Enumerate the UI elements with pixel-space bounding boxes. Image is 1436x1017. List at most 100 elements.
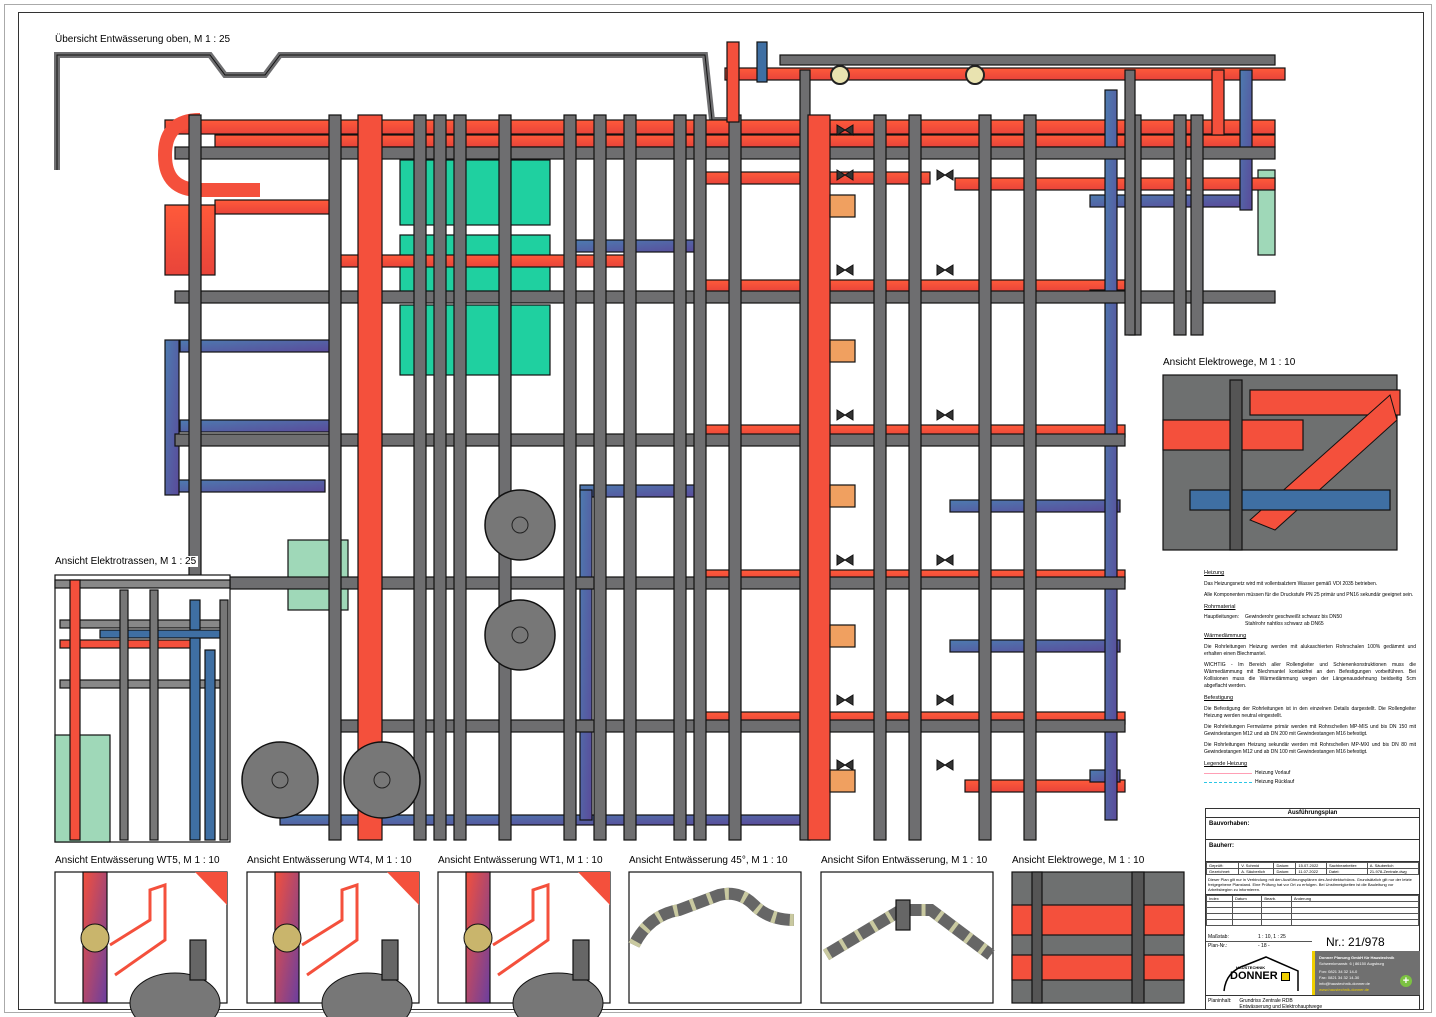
- support-column: [498, 114, 512, 841]
- support-column: [563, 114, 577, 841]
- heating-pipe-return: [179, 339, 331, 353]
- plus-icon: +: [1400, 975, 1412, 987]
- note-text: Das Heizungsnetz wird mit vollentsalztem…: [1204, 581, 1378, 587]
- heating-pipe-supply: [724, 67, 1286, 81]
- heating-riser: [357, 114, 383, 841]
- flange: [272, 923, 302, 953]
- note-text: Die Rohrleitungen Heizung werden mit alu…: [1204, 644, 1416, 657]
- tank-flange: [271, 771, 289, 789]
- tank: [129, 972, 221, 1017]
- support-beam: [174, 146, 1276, 160]
- support-column: [328, 114, 342, 841]
- support-column: [413, 114, 427, 841]
- storage-tank: [241, 741, 319, 819]
- heating-pipe-return: [179, 419, 331, 433]
- heating-pipe-supply: [964, 779, 1126, 793]
- support-column: [433, 114, 447, 841]
- heat-meter: [829, 624, 856, 648]
- column: [1031, 871, 1043, 1004]
- pump-icon: [965, 65, 985, 85]
- support-column: [593, 114, 607, 841]
- pipe: [1189, 489, 1391, 511]
- heating-pipe-return: [1239, 69, 1253, 211]
- tank-flange: [511, 516, 529, 534]
- notes-panel: Heizung Das Heizungsnetz wird mit vollen…: [1204, 565, 1416, 786]
- detail-title-sifon: Ansicht Sifon Entwässerung, M 1 : 10: [821, 855, 990, 866]
- valve-icon: [836, 409, 854, 421]
- tank-flange: [373, 771, 391, 789]
- elektrotrassen-title: Ansicht Elektrotrassen, M 1 : 25: [55, 556, 199, 567]
- drain-pipe-outline: [56, 54, 740, 170]
- drawing-frame: [18, 12, 1424, 1010]
- plan-number: Nr.: 21/978: [1326, 935, 1385, 949]
- valve-icon: [836, 264, 854, 276]
- column: [149, 589, 159, 841]
- pipe-end: [578, 872, 610, 905]
- column: [1131, 871, 1145, 1004]
- pipe-end: [387, 872, 419, 905]
- valve-icon: [936, 409, 954, 421]
- drain-pipe: [822, 904, 995, 961]
- company-info: Donner Planung GmbH für Haustechnik Schw…: [1312, 951, 1420, 995]
- tank: [512, 972, 604, 1017]
- main-plan-drawing: [54, 41, 1286, 841]
- pipe-end: [195, 872, 227, 905]
- valve-icon: [936, 759, 954, 771]
- notes-heading-waermedaemmung: Wärmedämmung: [1204, 633, 1247, 639]
- support-column: [908, 114, 922, 841]
- support-column: [453, 114, 467, 841]
- note-text: Die Befestigung der Rohrleitungen ist in…: [1204, 706, 1416, 719]
- elektrowege-title: Ansicht Elektrowege, M 1 : 10: [1163, 357, 1298, 368]
- heat-meter: [829, 484, 856, 508]
- legend-line-ruecklauf: [1204, 782, 1252, 783]
- drain-fitting: [381, 939, 399, 981]
- heat-meter: [829, 769, 856, 793]
- note-text: Alle Komponenten müssen für die Druckstu…: [1204, 592, 1414, 598]
- drain-line: [492, 882, 550, 977]
- detail-title-wt4: Ansicht Entwässerung WT4, M 1 : 10: [247, 855, 414, 866]
- pipe: [189, 599, 201, 841]
- teal-equipment: [1257, 169, 1276, 256]
- heating-riser: [807, 114, 831, 841]
- legend-line-vorlauf: [1204, 773, 1252, 774]
- flange: [463, 923, 493, 953]
- disclaimer: Dieser Plan gilt nur in Verbindung mit d…: [1206, 875, 1419, 895]
- notes-heading-befestigung: Befestigung: [1204, 695, 1234, 701]
- title-block-header: Ausführungsplan: [1206, 809, 1419, 818]
- valve-icon: [836, 169, 854, 181]
- donner-logo: HAUSTECHNIK DONNER: [1206, 951, 1312, 995]
- drain-line: [109, 882, 167, 977]
- support-beam: [174, 433, 1126, 447]
- note-text: Gewinderohr geschweißt schwarz bis DN50: [1245, 614, 1343, 620]
- tank-flange: [511, 626, 529, 644]
- valve-icon: [836, 554, 854, 566]
- detail-title-45: Ansicht Entwässerung 45°, M 1 : 10: [629, 855, 790, 866]
- heating-riser: [726, 41, 740, 123]
- outer-frame: [4, 4, 1432, 1013]
- support-column: [623, 114, 637, 841]
- note-text: WICHTIG - Im Bereich aller Rollengleiter…: [1204, 662, 1416, 689]
- drain-line: [301, 882, 359, 977]
- support-column: [1229, 379, 1243, 551]
- heating-pipe-return: [164, 339, 180, 496]
- support-column: [1124, 69, 1136, 336]
- drain-fitting: [189, 939, 207, 981]
- detail-title-wt1: Ansicht Entwässerung WT1, M 1 : 10: [438, 855, 605, 866]
- notes-heading-rohrmaterial: Rohrmaterial: [1204, 604, 1236, 610]
- note-text: Stahlrohr nahtlos schwarz ab DN65: [1245, 621, 1324, 627]
- bauvorhaben-field: Bauvorhaben:: [1206, 818, 1419, 840]
- detail-drawings: [54, 374, 1401, 1017]
- siphon: [895, 899, 911, 931]
- bauherr-field: Bauherr:: [1206, 840, 1419, 862]
- valve-icon: [936, 694, 954, 706]
- equipment: [54, 734, 111, 843]
- flange: [80, 923, 110, 953]
- detail-title-wt5: Ansicht Entwässerung WT5, M 1 : 10: [55, 855, 222, 866]
- pipe-bend: [157, 113, 260, 197]
- notes-heading-heizung: Heizung: [1204, 570, 1225, 576]
- tank: [321, 972, 413, 1017]
- storage-tank: [484, 489, 556, 561]
